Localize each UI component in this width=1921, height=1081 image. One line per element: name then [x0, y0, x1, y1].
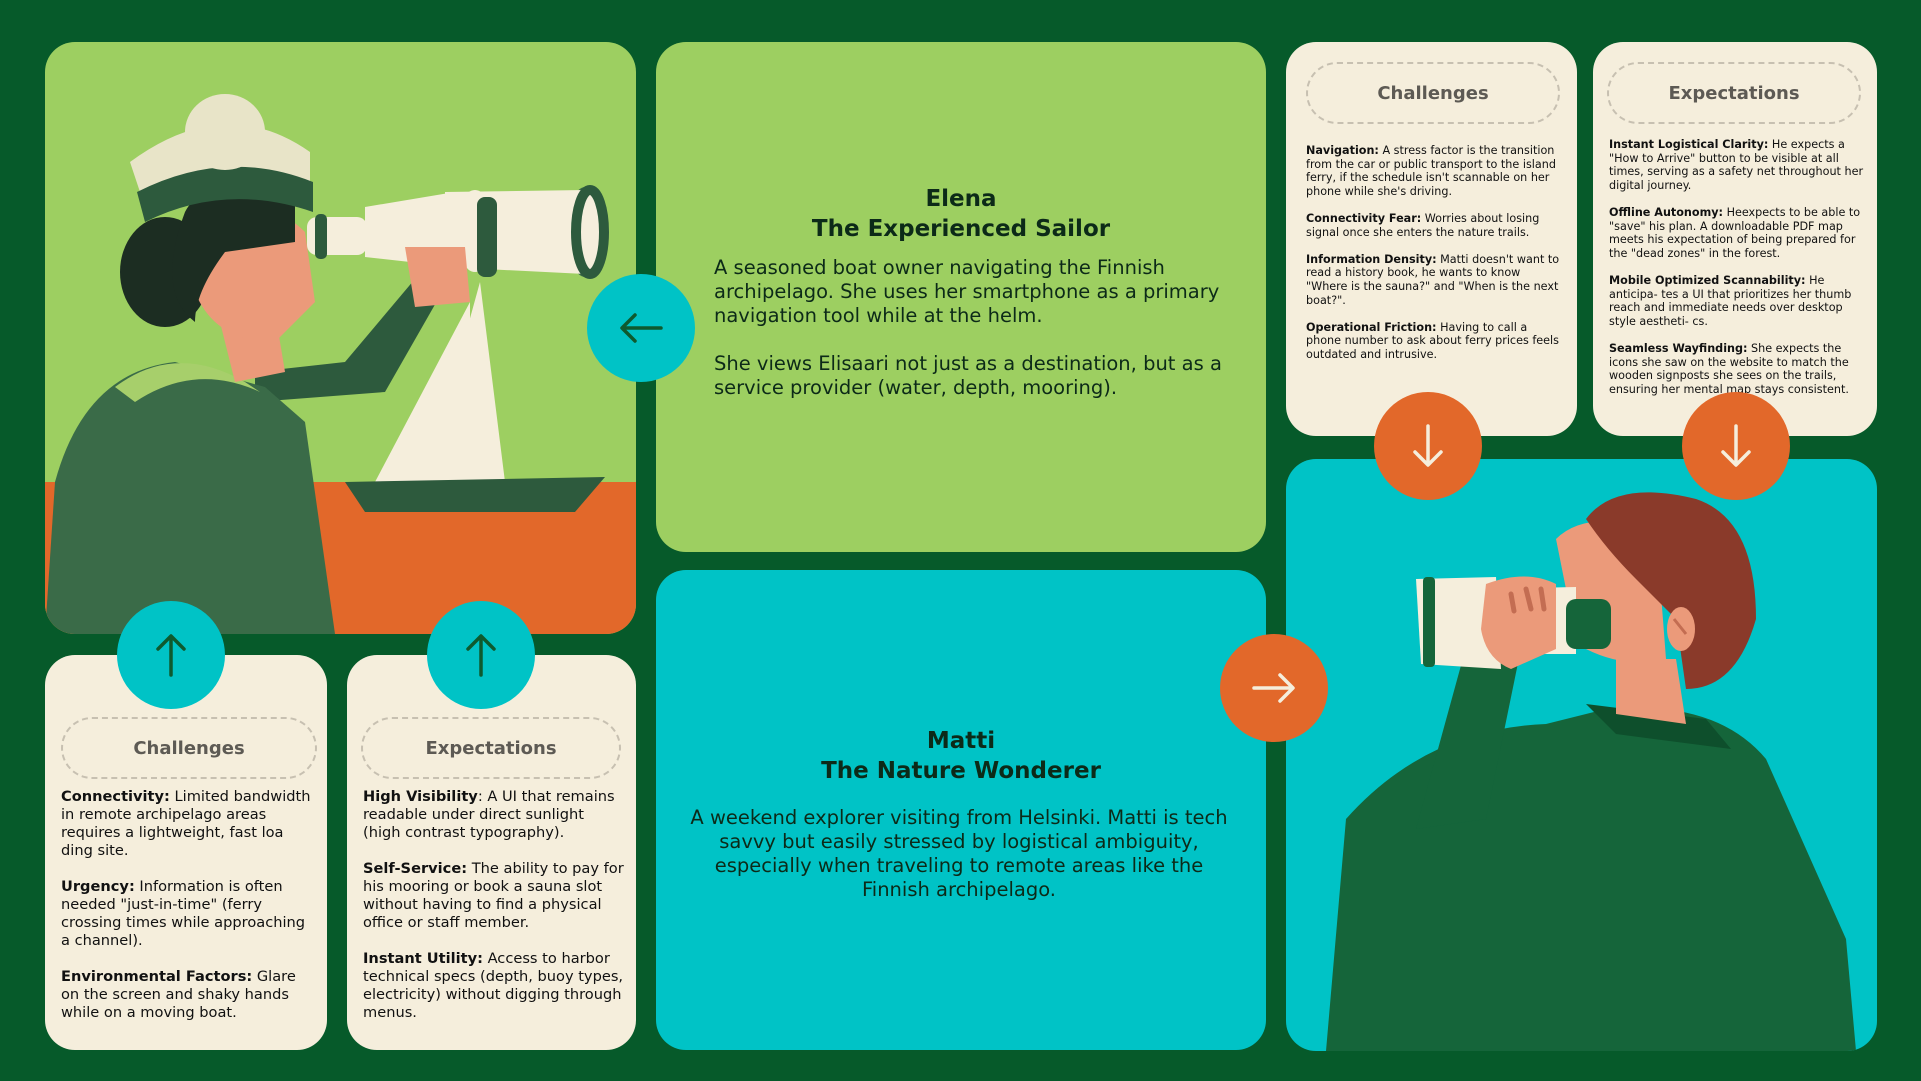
elena-illustration — [45, 94, 636, 634]
elena-description-p2: She views Elisaari not just as a destina… — [714, 352, 1222, 399]
matti-name: Matti — [926, 728, 996, 754]
elena-name: Elena — [925, 186, 997, 212]
list-item: Seamless Wayfinding: She expects the ico… — [1609, 341, 1849, 396]
arrow-up-button-expectations[interactable] — [427, 601, 535, 709]
list-item: Instant Utility: Access to harbor techni… — [363, 950, 624, 1021]
arrow-left-button[interactable] — [587, 274, 695, 382]
list-item: Operational Friction: Having to call a p… — [1306, 320, 1559, 361]
list-item: Information Density: Matti doesn't want … — [1306, 252, 1560, 307]
list-item: Navigation: A stress factor is the trans… — [1306, 144, 1556, 198]
matti-expectations-card: Expectations Instant Logistical Clarity:… — [1593, 42, 1877, 436]
arrow-left-icon — [620, 313, 663, 343]
matti-role: The Nature Wonderer — [821, 758, 1101, 784]
elena-persona-panel: Elena The Experienced Sailor A seasoned … — [656, 42, 1266, 552]
arrow-up-icon — [466, 634, 496, 677]
matti-expectations-list: Instant Logistical Clarity: He expects a… — [1609, 138, 1865, 410]
arrow-right-button[interactable] — [1220, 634, 1328, 742]
matti-description: A weekend explorer visiting from Helsink… — [690, 806, 1228, 901]
list-item: Environmental Factors: Glare on the scre… — [61, 968, 296, 1021]
matti-challenges-card: Challenges Navigation: A stress factor i… — [1286, 42, 1577, 436]
arrow-down-icon — [1413, 424, 1443, 467]
elena-expectations-card: Expectations High Visibility: A UI that … — [347, 655, 636, 1050]
elena-expectations-title: Expectations — [361, 717, 621, 779]
elena-challenges-card: Challenges Connectivity: Limited bandwid… — [45, 655, 327, 1050]
arrow-up-icon — [156, 634, 186, 677]
elena-challenges-list: Connectivity: Limited bandwidth in remot… — [61, 788, 317, 1040]
elena-expectations-list: High Visibility: A UI that remains reada… — [363, 788, 625, 1040]
list-item: Mobile Optimized Scannability: He antici… — [1609, 273, 1852, 328]
list-item: Urgency: Information is often needed "ju… — [61, 878, 306, 949]
elena-illustration-panel — [45, 42, 636, 634]
arrow-up-button-challenges[interactable] — [117, 601, 225, 709]
matti-challenges-list: Navigation: A stress factor is the trans… — [1306, 144, 1561, 375]
matti-challenges-title: Challenges — [1306, 62, 1560, 124]
elena-description-p1: A seasoned boat owner navigating the Fin… — [714, 256, 1220, 327]
elena-role: The Experienced Sailor — [811, 216, 1111, 242]
list-item: Self-Service: The ability to pay for his… — [363, 860, 624, 931]
list-item: Offline Autonomy: Heexpects to be able t… — [1609, 205, 1861, 260]
matti-persona-panel: Matti The Nature Wonderer A weekend expl… — [656, 570, 1266, 1050]
list-item: Instant Logistical Clarity: He expects a… — [1609, 138, 1864, 192]
arrow-right-icon — [1252, 673, 1295, 703]
list-item: Connectivity Fear: Worries about losing … — [1306, 211, 1540, 239]
elena-challenges-title: Challenges — [61, 717, 317, 779]
arrow-down-button-expectations[interactable] — [1682, 392, 1790, 500]
matti-illustration — [1326, 492, 1856, 1051]
list-item: High Visibility: A UI that remains reada… — [363, 788, 615, 841]
elena-description: A seasoned boat owner navigating the Fin… — [714, 256, 1234, 424]
list-item: Connectivity: Limited bandwidth in remot… — [61, 788, 311, 859]
matti-expectations-title: Expectations — [1607, 62, 1861, 124]
arrow-down-icon — [1721, 424, 1751, 467]
arrow-down-button-challenges[interactable] — [1374, 392, 1482, 500]
matti-illustration-panel — [1286, 459, 1877, 1051]
